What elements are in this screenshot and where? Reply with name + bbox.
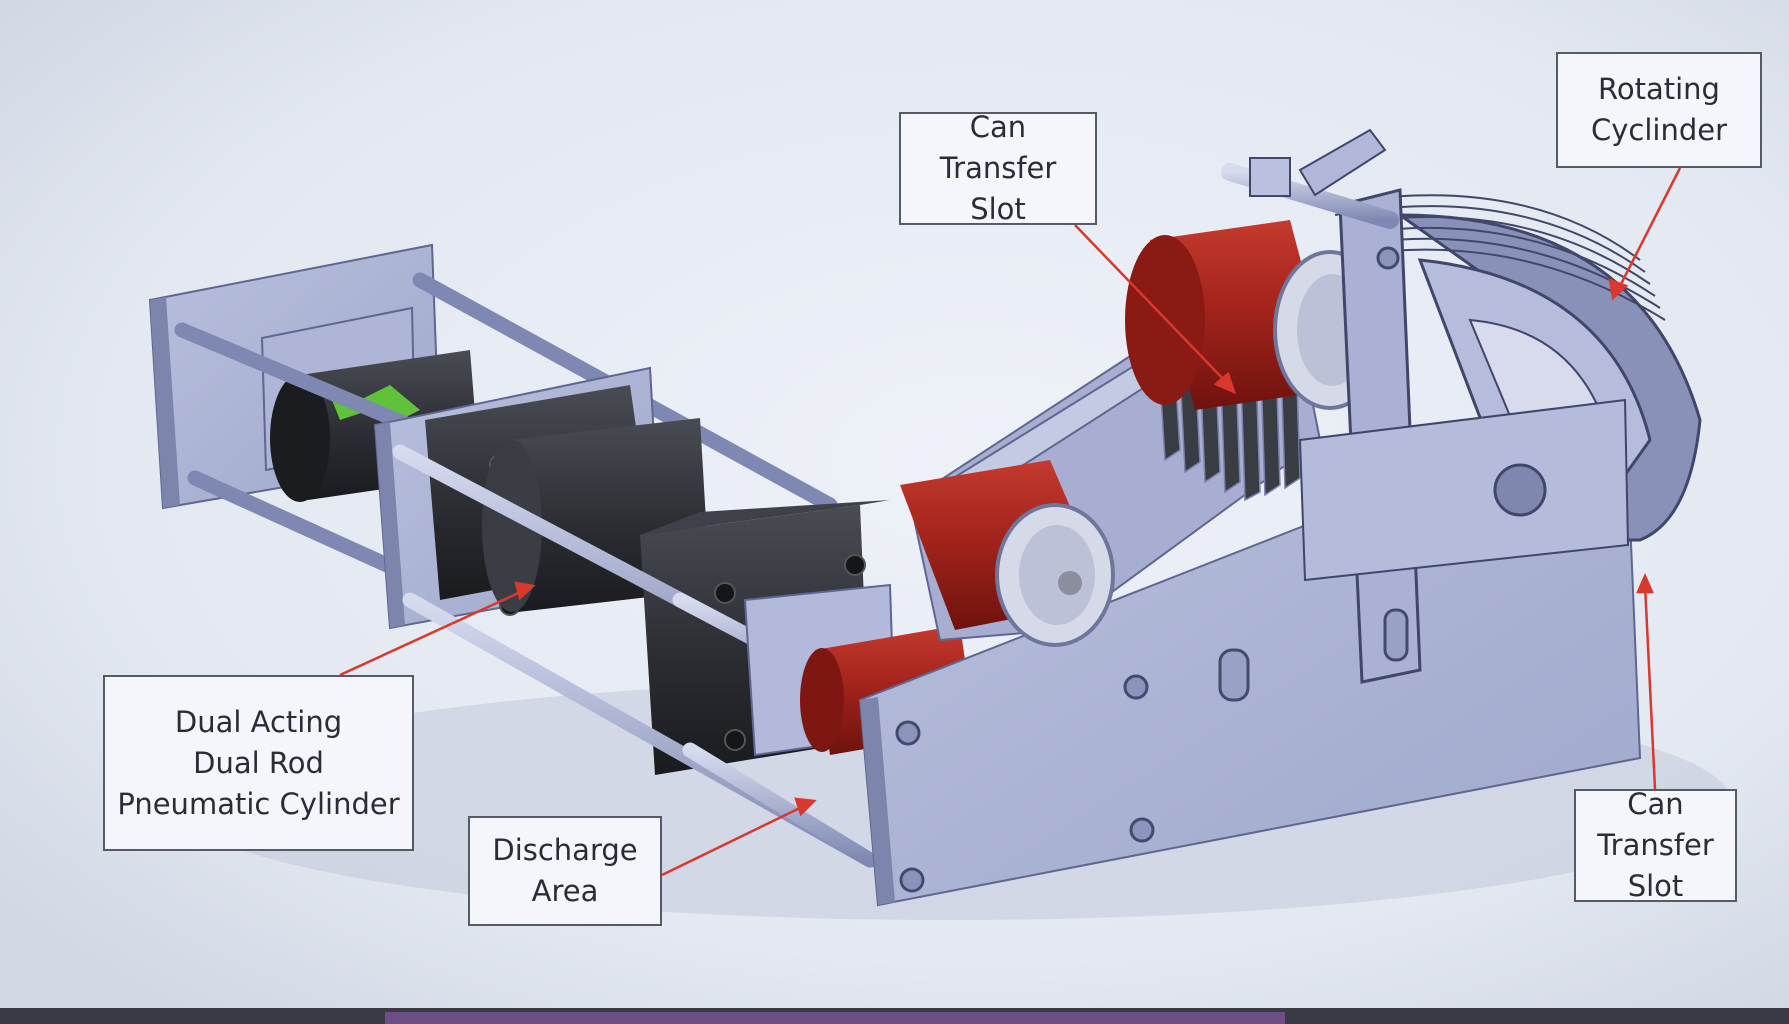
adjust-slot	[1218, 648, 1250, 702]
arrow-head-icon	[794, 797, 817, 817]
mounting-bolt-icon	[1376, 246, 1400, 270]
label-discharge-area: Discharge Area	[468, 816, 662, 926]
middle-plate-side	[375, 422, 405, 628]
can-on-chute	[900, 460, 1115, 647]
mounting-bolt-icon	[714, 582, 736, 604]
callout-arrows	[339, 167, 1682, 877]
mounting-bolt-icon	[895, 720, 921, 746]
bracket-slot	[1383, 608, 1409, 662]
drum-axle	[1221, 128, 1399, 229]
label-can-transfer-slot-top: Can Transfer Slot	[899, 110, 1097, 226]
arrow-head-icon	[514, 581, 536, 601]
label-dual-acting-cylinder: Dual Acting Dual Rod Pneumatic Cylinder	[103, 675, 414, 851]
mounting-bolt-icon	[1123, 674, 1149, 700]
label-rotating-cylinder: Rotating Cyclinder	[1556, 52, 1762, 168]
hub-bore	[1493, 463, 1547, 517]
screen-bezel-accent	[385, 1012, 1285, 1024]
rear-end-plate-side	[150, 297, 180, 508]
mounting-bolt-icon	[844, 554, 866, 576]
label-can-transfer-slot-bottom: Can Transfer Slot	[1574, 787, 1737, 903]
cylinder-end-block-face	[640, 500, 890, 535]
front-base-plate-edge	[860, 697, 895, 905]
arrow-head-icon	[1608, 278, 1629, 301]
mounting-bolt-icon	[1129, 817, 1155, 843]
mounting-bolt-icon	[724, 729, 746, 751]
arrow-head-icon	[1213, 371, 1237, 395]
arrow-head-icon	[1636, 572, 1654, 594]
side-hub-plate	[1298, 398, 1630, 582]
mounting-bolt-icon	[899, 867, 925, 893]
